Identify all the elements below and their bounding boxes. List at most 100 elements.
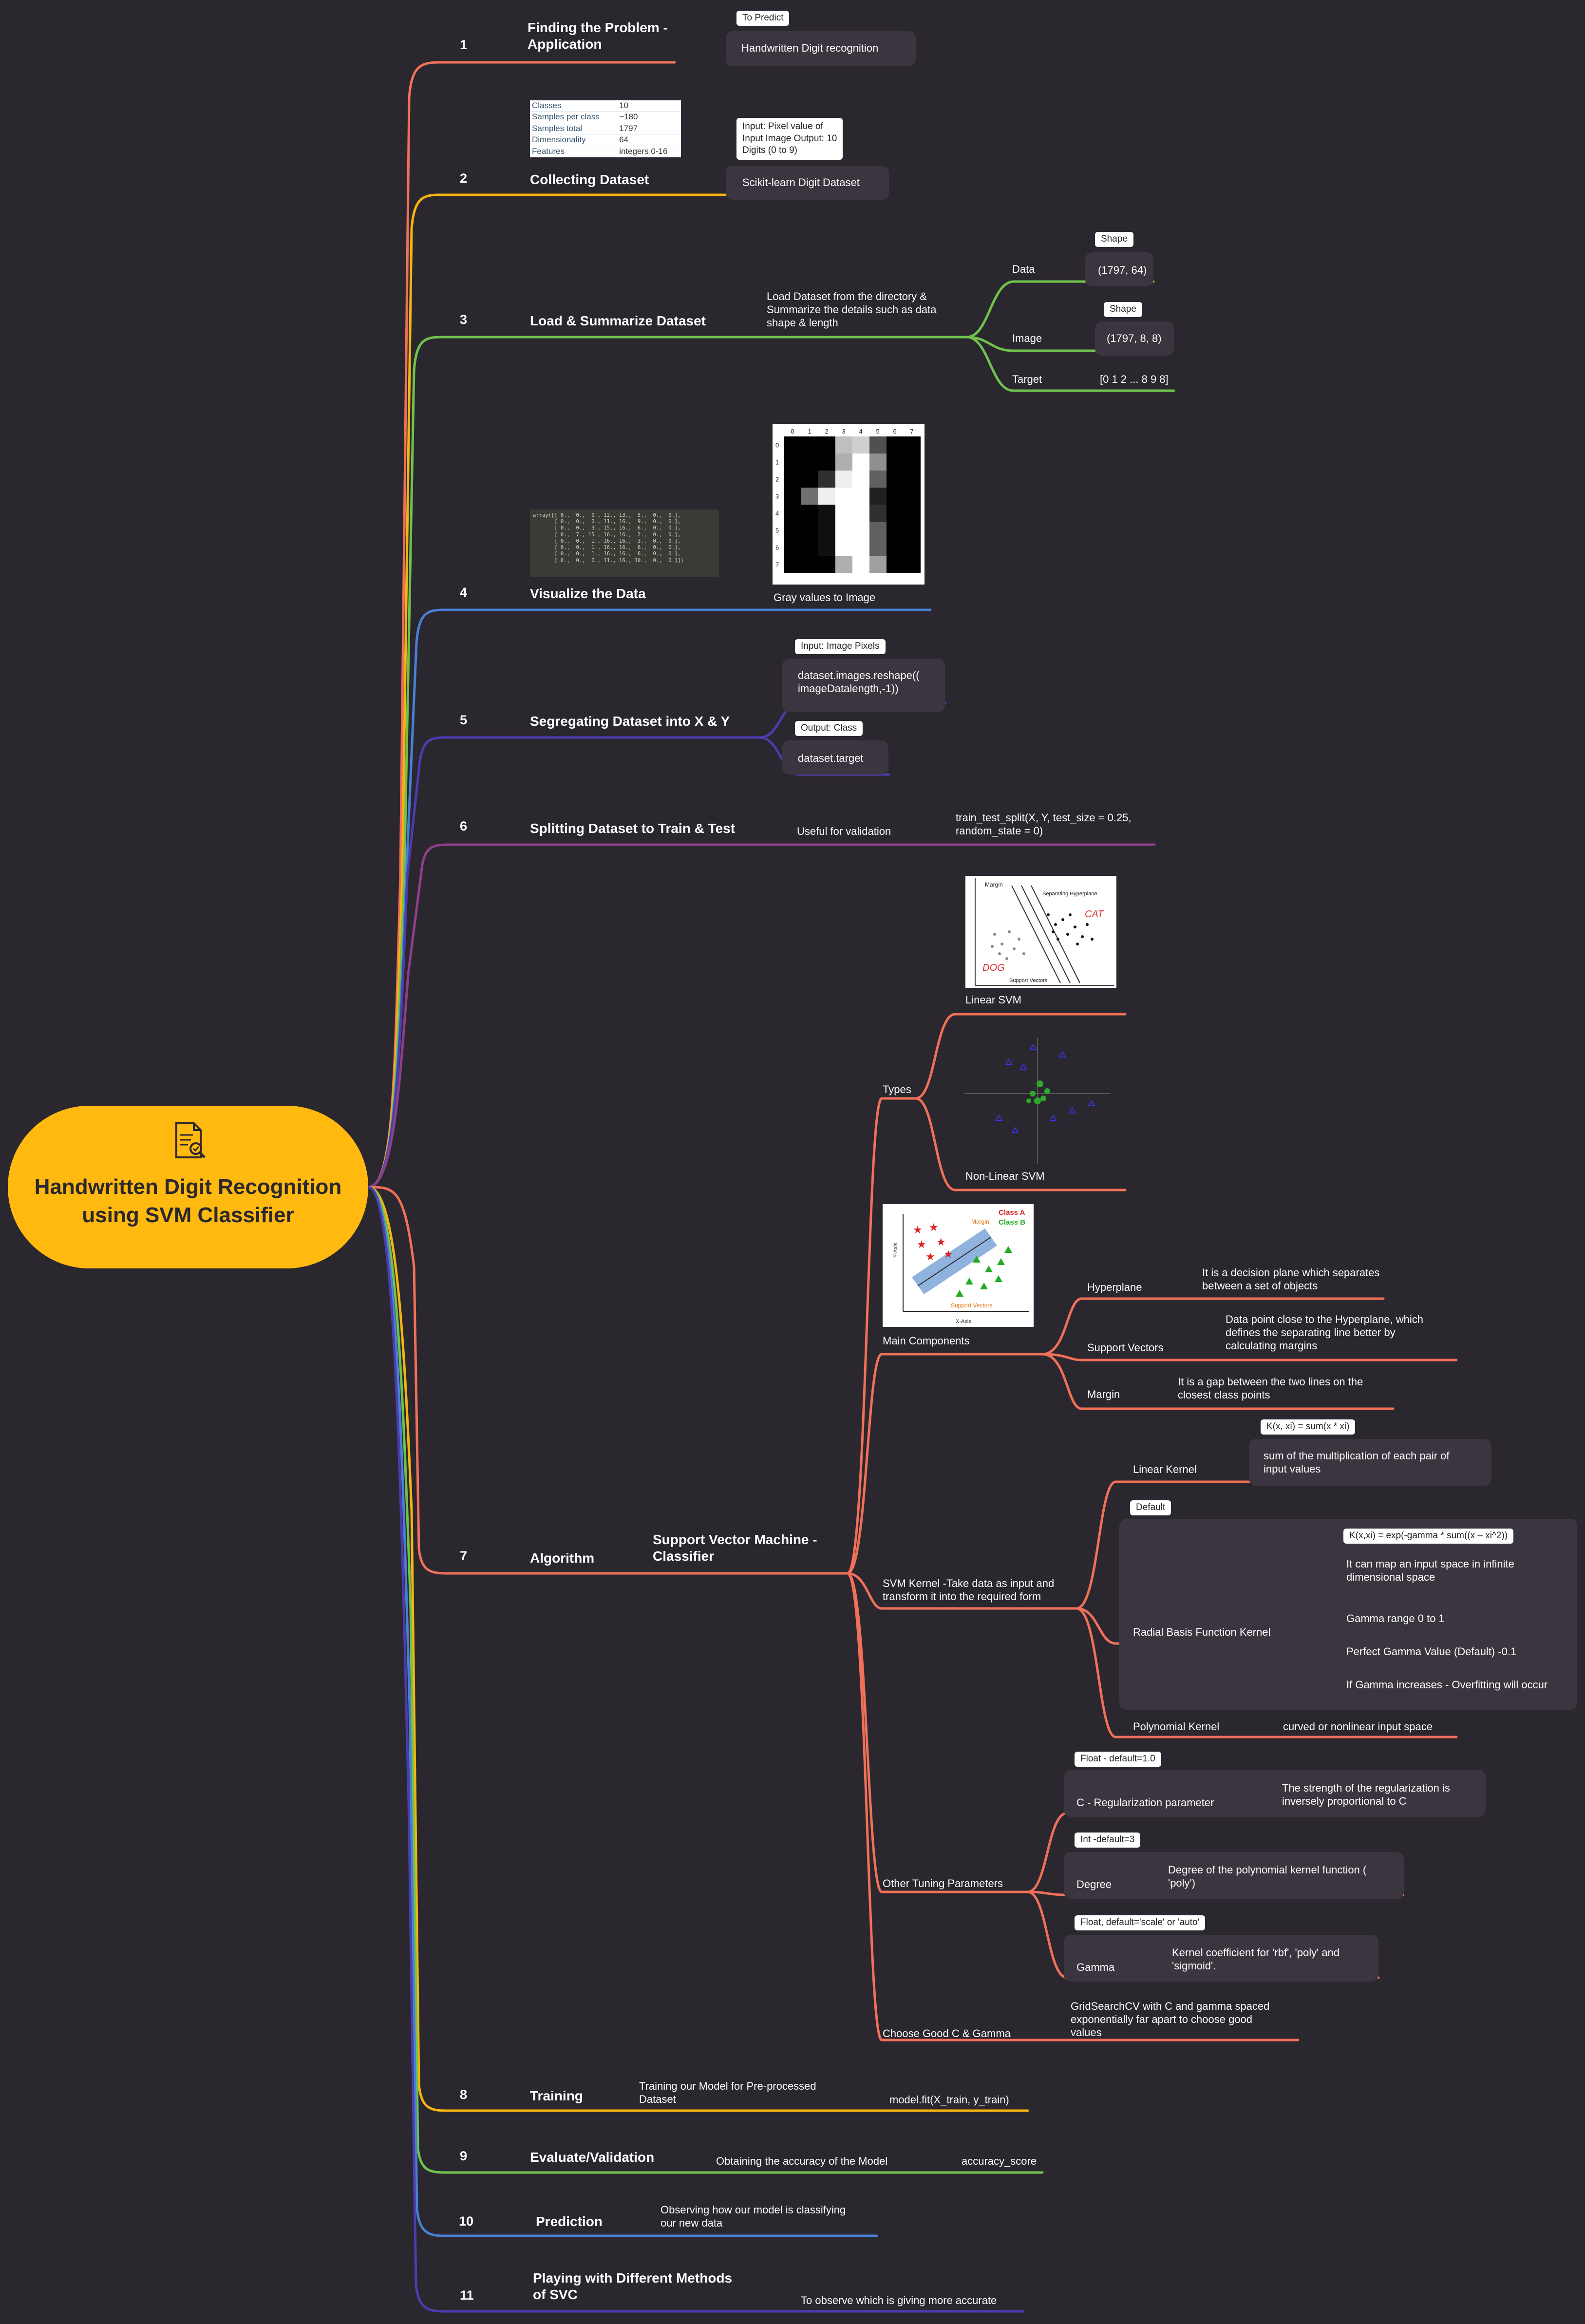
gamma-name[interactable]: Gamma [1076,1961,1115,1973]
input-label: Input: Image Pixels [795,639,886,654]
kernel-label[interactable]: SVM Kernel -Take data as input and trans… [883,1577,1055,1603]
digit-pixel [904,488,921,505]
digit-pixel [784,436,801,453]
step-9-title[interactable]: Evaluate/Validation [530,2150,655,2165]
s3-image-value[interactable]: (1797, 8, 8) [1107,332,1162,344]
s3-data-value[interactable]: (1797, 64) [1098,264,1147,276]
poly-kernel-name[interactable]: Polynomial Kernel [1133,1720,1220,1733]
s11-desc[interactable]: To observe which is giving more accurate [801,2294,997,2306]
step-3-title[interactable]: Load & Summarize Dataset [530,313,706,328]
digit-pixel [835,505,852,522]
s5-output-value[interactable]: dataset.target [798,752,864,764]
s1-value[interactable]: Handwritten Digit recognition [741,42,879,54]
linear-kernel-name[interactable]: Linear Kernel [1133,1463,1197,1475]
step-2-title[interactable]: Collecting Dataset [530,172,649,187]
digit-pixel [887,556,904,573]
s9-code[interactable]: accuracy_score [962,2155,1037,2167]
step-1-title[interactable]: Finding the Problem - Application [528,20,668,52]
degree-desc[interactable]: Degree of the polynomial kernel function… [1168,1864,1367,1889]
digit-y-tick: 1 [775,459,779,466]
dataset-table-value: 64 [617,134,681,146]
digit-pixel [852,436,869,453]
poly-kernel-desc[interactable]: curved or nonlinear input space [1283,1720,1433,1733]
step-8-title[interactable]: Training [530,2088,583,2103]
tuning-label[interactable]: Other Tuning Parameters [883,1877,1003,1889]
s3-data-box [1085,252,1153,286]
c-desc[interactable]: The strength of the regularization is in… [1282,1782,1450,1807]
support-vectors-desc[interactable]: Data point close to the Hyperplane, whic… [1226,1313,1424,1352]
step-11-title[interactable]: Playing with Different Methods of SVC [533,2270,733,2303]
hyperplane-desc[interactable]: It is a decision plane which separates b… [1202,1266,1380,1292]
s10-desc[interactable]: Observing how our model is classifying o… [660,2204,846,2229]
main-components-label[interactable]: Main Components [883,1335,970,1347]
s3-image-name[interactable]: Image [1012,332,1042,344]
s2-value[interactable]: Scikit-learn Digit Dataset [742,176,860,189]
step-4-title[interactable]: Visualize the Data [530,586,646,601]
digit-pixel [818,471,835,488]
rbf-desc[interactable]: It can map an input space in infinite di… [1346,1558,1514,1583]
s8-desc[interactable]: Training our Model for Pre-processed Dat… [639,2080,816,2105]
s9-desc[interactable]: Obtaining the accuracy of the Model [716,2155,888,2167]
fig-class-b: Class B [999,1218,1025,1227]
digit-pixel [887,505,904,522]
digit-pixel [887,488,904,505]
digit-pixel [835,488,852,505]
margin-name[interactable]: Margin [1087,1388,1120,1400]
central-title: Handwritten Digit Recognition using SVM … [34,1175,342,1228]
s3-desc[interactable]: Load Dataset from the directory & Summar… [767,290,937,329]
dataset-table-key: Samples total [530,123,618,135]
s5-input-box [782,659,945,712]
gamma-overfit[interactable]: If Gamma increases - Overfitting will oc… [1346,1679,1548,1691]
linear-kernel-desc[interactable]: sum of the multiplication of each pair o… [1264,1450,1450,1475]
s3-target-name[interactable]: Target [1012,373,1042,385]
central-topic[interactable] [8,1106,368,1268]
nonlinear-svm-label[interactable]: Non-Linear SVM [965,1170,1045,1182]
types-label[interactable]: Types [883,1083,911,1096]
rbf-kernel-name[interactable]: Radial Basis Function Kernel [1133,1626,1271,1638]
s8-code[interactable]: model.fit(X_train, y_train) [889,2094,1009,2106]
digit-x-tick: 5 [876,428,880,435]
step-6-title[interactable]: Splitting Dataset to Train & Test [530,821,736,836]
choose-label[interactable]: Choose Good C & Gamma [883,2027,1011,2040]
gamma-perfect[interactable]: Perfect Gamma Value (Default) -0.1 [1346,1645,1517,1658]
dataset-table-value: ~180 [617,111,681,123]
gamma-desc[interactable]: Kernel coefficient for 'rbf', 'poly' and… [1172,1946,1340,1972]
support-vectors-name[interactable]: Support Vectors [1087,1341,1164,1354]
digit-y-tick: 3 [775,493,779,500]
linear-svm-label[interactable]: Linear SVM [965,994,1021,1006]
s6-desc[interactable]: Useful for validation [797,825,891,837]
digit-y-tick: 0 [775,442,779,449]
step-8-number: 8 [460,2087,468,2102]
s5-input-value[interactable]: dataset.images.reshape(( imageDatalength… [798,669,920,695]
digit-x-tick: 2 [825,428,829,435]
step-7-title[interactable]: Algorithm [530,1550,595,1566]
step-5-title[interactable]: Segregating Dataset into X & Y [530,714,730,729]
dataset-table-key: Samples per class [530,111,618,123]
gamma-range[interactable]: Gamma range 0 to 1 [1346,1612,1445,1625]
step-4-number: 4 [460,585,468,600]
to-predict-label: To Predict [736,11,790,26]
digit-pixel [869,453,887,471]
digit-pixel [869,471,887,488]
s4-caption[interactable]: Gray values to Image [774,591,876,604]
choose-desc[interactable]: GridSearchCV with C and gamma spaced exp… [1071,2000,1270,2039]
c-name[interactable]: C - Regularization parameter [1076,1796,1214,1809]
s7-title[interactable]: Support Vector Machine - Classifier [653,1532,817,1564]
s3-image-shape-label: Shape [1104,302,1142,317]
digit-pixel [801,471,818,488]
digit-pixel [904,556,921,573]
fig-sv: Support Vectors [951,1302,992,1309]
step-10-number: 10 [459,2214,474,2229]
s6-code[interactable]: train_test_split(X, Y, test_size = 0.25,… [956,812,1132,837]
rbf-desc-box [1334,1547,1551,1596]
s3-data-name[interactable]: Data [1012,263,1035,275]
degree-name[interactable]: Degree [1076,1878,1112,1890]
s3-target-value[interactable]: [0 1 2 ... 8 9 8] [1100,373,1169,385]
linear-kernel-formula: K(x, xi) = sum(x * xi) [1261,1419,1356,1435]
margin-desc[interactable]: It is a gap between the two lines on the… [1178,1376,1363,1401]
step-10-title[interactable]: Prediction [536,2214,603,2229]
digit-pixel [835,556,852,573]
hyperplane-name[interactable]: Hyperplane [1087,1281,1142,1293]
